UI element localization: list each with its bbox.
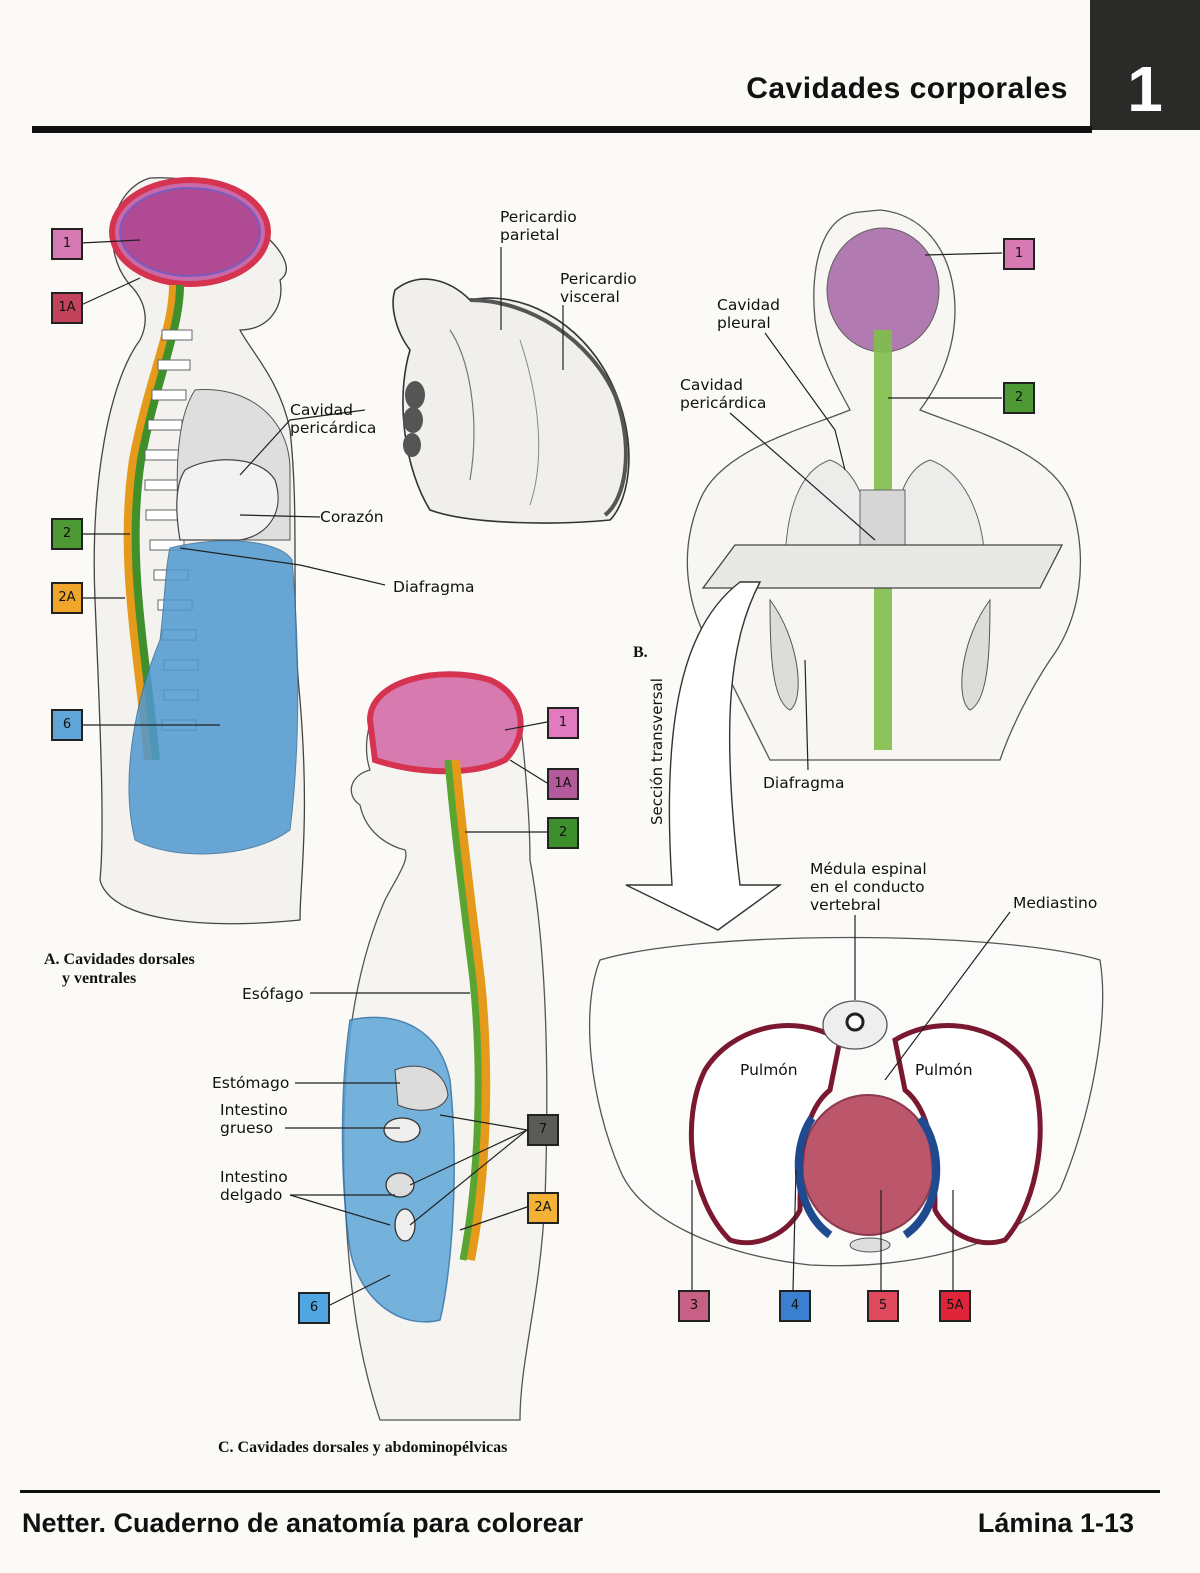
label-diaphragm-a: Diafragma	[393, 578, 475, 596]
label-esophagus: Esófago	[242, 985, 304, 1003]
label-diaphragm-b: Diafragma	[763, 774, 845, 792]
key-2a-fig-a: 2A	[51, 582, 83, 614]
caption-figure-a: A. Cavidades dorsales y ventrales	[44, 951, 195, 987]
key-1a-fig-a: 1A	[51, 292, 83, 324]
label-transverse-section: Sección transversal	[648, 678, 666, 825]
key-2-fig-c: 2	[547, 817, 579, 849]
caption-figure-b: B.	[633, 644, 648, 661]
book-title: Netter. Cuaderno de anatomía para colore…	[22, 1508, 584, 1538]
label-lung-right: Pulmón	[915, 1061, 973, 1079]
label-parietal-pericardium: Pericardio parietal	[500, 208, 577, 244]
page-title: Cavidades corporales	[746, 72, 1068, 105]
key-2a-fig-c: 2A	[527, 1192, 559, 1224]
key-1-fig-c: 1	[547, 707, 579, 739]
label-heart: Corazón	[320, 508, 384, 526]
key-5a: 5A	[939, 1290, 971, 1322]
plate-number: Lámina 1-13	[977, 1508, 1134, 1538]
key-1-fig-a: 1	[51, 228, 83, 260]
caption-figure-c: C. Cavidades dorsales y abdominopélvicas	[218, 1439, 508, 1456]
figure-a-drawing	[93, 177, 306, 925]
figure-c-drawing	[341, 671, 548, 1421]
label-spinal-cord: Médula espinal en el conducto vertebral	[810, 860, 927, 914]
key-2-fig-a: 2	[51, 518, 83, 550]
chapter-number: 1	[1127, 53, 1163, 125]
key-4: 4	[779, 1290, 811, 1322]
key-1-fig-b: 1	[1003, 238, 1035, 270]
heart-drawing	[392, 278, 630, 524]
chapter-tab	[1090, 0, 1200, 130]
label-stomach: Estómago	[212, 1074, 290, 1092]
label-small-intestine: Intestino delgado	[220, 1168, 288, 1204]
figure-b-drawing	[686, 209, 1082, 761]
top-rule	[32, 126, 1092, 133]
label-large-intestine: Intestino grueso	[220, 1101, 288, 1137]
leader-lines	[80, 239, 1011, 1306]
label-visceral-pericardium: Pericardio visceral	[560, 270, 637, 306]
key-1a-fig-c: 1A	[547, 768, 579, 800]
key-2-fig-b: 2	[1003, 382, 1035, 414]
key-6-fig-c: 6	[298, 1292, 330, 1324]
key-3: 3	[678, 1290, 710, 1322]
key-5: 5	[867, 1290, 899, 1322]
label-pleural-cavity: Cavidad pleural	[717, 296, 780, 332]
label-pericardial-cavity-b: Cavidad pericárdica	[680, 376, 767, 412]
label-lung-left: Pulmón	[740, 1061, 798, 1079]
label-mediastinum: Mediastino	[1013, 894, 1098, 912]
cross-section-drawing	[588, 936, 1104, 1267]
bottom-rule	[20, 1490, 1160, 1493]
key-7-fig-c: 7	[527, 1114, 559, 1146]
key-6-fig-a: 6	[51, 709, 83, 741]
label-pericardial-cavity-a: Cavidad pericárdica	[290, 401, 377, 437]
